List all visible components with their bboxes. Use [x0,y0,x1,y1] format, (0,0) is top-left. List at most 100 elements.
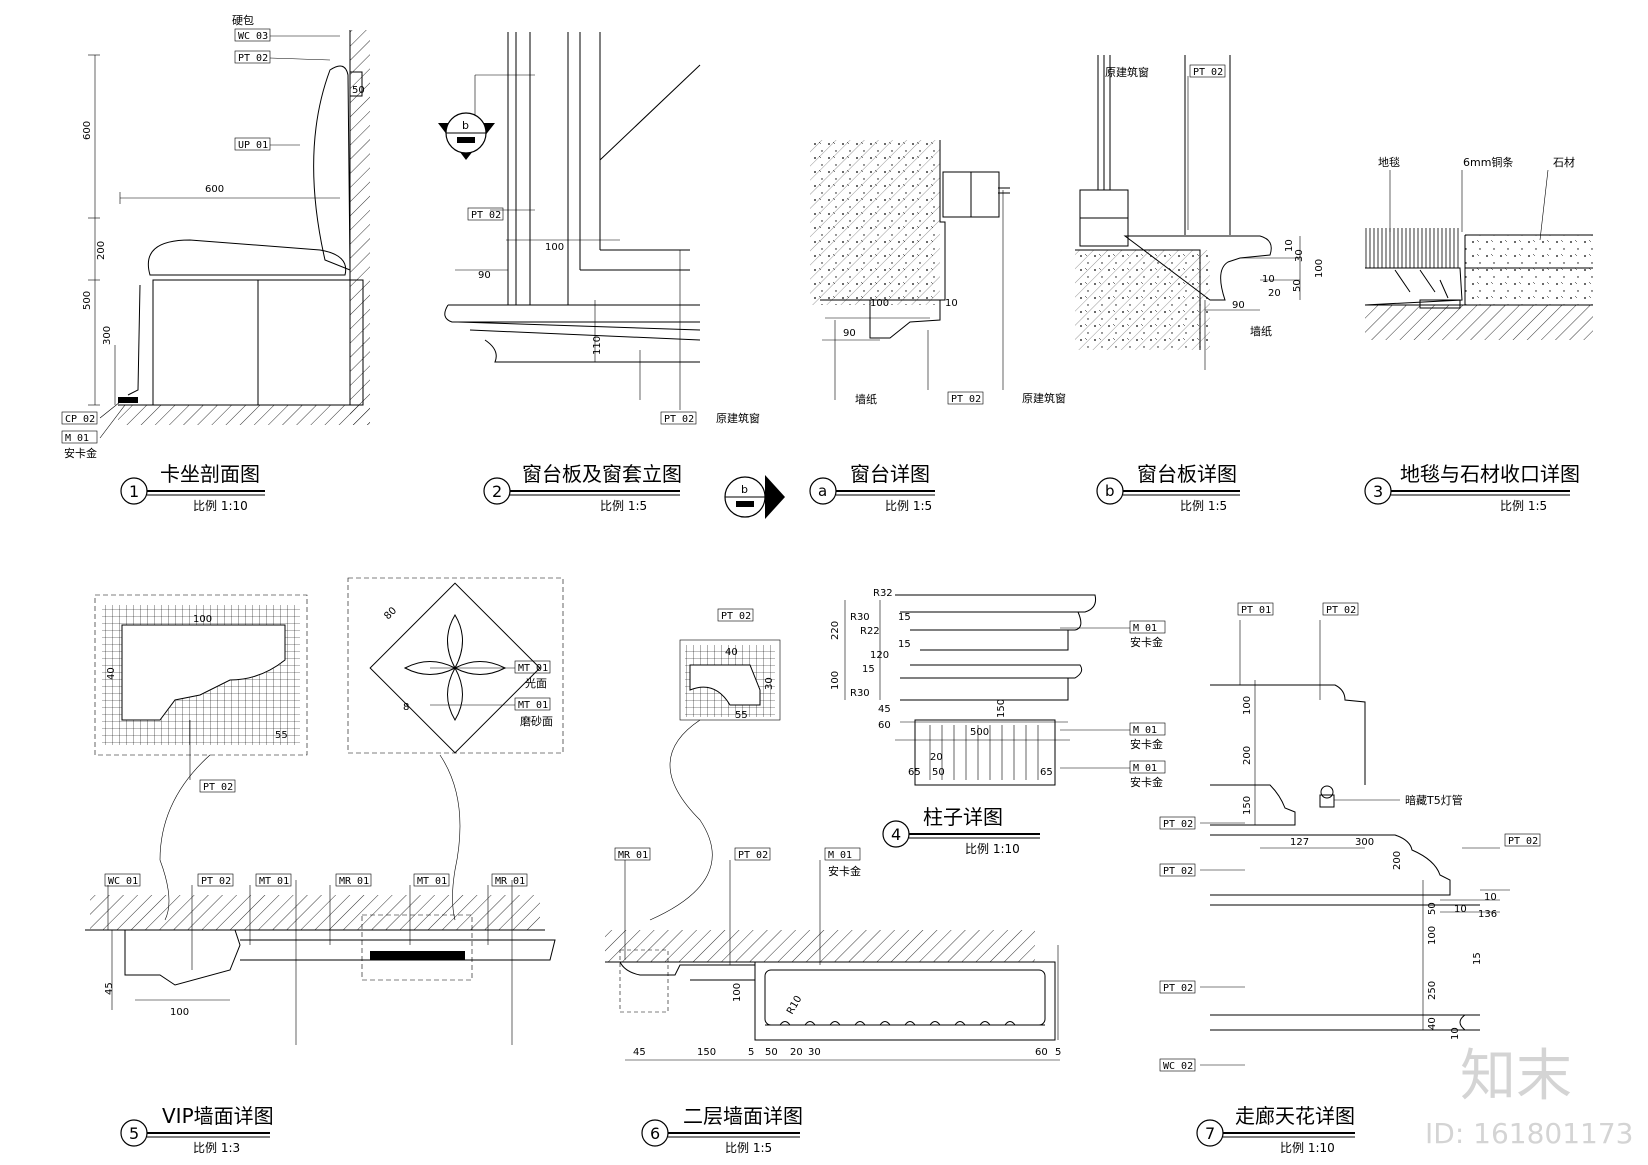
tag-pt02: PT 02 [238,53,268,64]
detail-scale: 比例 1:5 [725,1141,772,1155]
note-ankajin: 安卡金 [64,446,97,460]
tag-up01: UP 01 [238,140,268,151]
dim-text: 80 [382,605,399,622]
dim-text: 40 [1427,1017,1438,1030]
detail-scale: 比例 1:5 [600,499,647,513]
note-ditan: 地毯 [1378,155,1400,169]
tag-pt02: PT 02 [1163,866,1193,877]
tag-pt02: PT 02 [1193,67,1223,78]
dim-text: 150 [697,1047,716,1058]
dim-text: 15 [898,639,911,650]
title-detail-4: 4 柱子详图 比例 1:10 [882,805,1040,856]
dim-text: 30 [808,1047,821,1058]
detail-title: 窗台板及窗套立图 [522,462,682,486]
detail-7-labels: 100 200 150 127 300 200 10 50 10 136 100… [1159,602,1541,1072]
dim-text: 5 [748,1047,754,1058]
dim-text: R30 [850,688,870,699]
title-detail-7: 7 走廊天花详图 比例 1:10 [1196,1104,1355,1155]
note-yuanjianzhuchuang: 原建筑窗 [716,411,760,425]
dim-text: 40 [106,667,117,680]
tag-cp02: CP 02 [65,414,95,425]
note-tongtiao: 6mm铜条 [1463,155,1513,169]
detail-number: 4 [891,825,901,844]
tag-m01: M 01 [828,850,852,861]
dim-text: 200 [96,241,107,260]
detail-3-labels: 地毯 6mm铜条 石材 [1378,155,1575,169]
note-ankajin: 安卡金 [1130,635,1163,649]
dim-text: 136 [1478,909,1497,920]
dim-text: 110 [592,336,603,355]
dim-text: 8 [403,702,409,713]
tag-pt02: PT 02 [721,611,751,622]
note-andeng: 暗藏T5灯管 [1405,793,1463,807]
note-yuanjianzhuchuang: 原建筑窗 [1105,65,1149,79]
detail-number: 2 [492,482,502,501]
dim-text: 20 [930,752,943,763]
tag-mr01: MR 01 [618,850,648,861]
note-shicai: 石材 [1553,155,1575,169]
dim-text: 50 [1292,279,1303,292]
dim-text: 45 [104,982,115,995]
dim-text: 10 [1484,892,1497,903]
tag-pt02: PT 02 [1508,836,1538,847]
dim-text: 60 [1035,1047,1048,1058]
tag-m01: M 01 [1133,725,1157,736]
dim-text: R32 [873,588,893,599]
dim-text: 10 [1450,1027,1461,1040]
detail-title: 窗台详图 [850,462,930,486]
dim-text: 100 [1242,696,1253,715]
detail-b-drawing [1075,55,1301,370]
tag-pt02: PT 02 [201,876,231,887]
tag-mt01: MT 01 [259,876,289,887]
dim-text: 55 [275,730,288,741]
watermark-brand: 知末 [1460,1044,1572,1109]
detail-scale: 比例 1:10 [1280,1141,1335,1155]
detail-4-labels: R32 R30 R22 15 15 120 15 100 220 R30 45 … [830,588,1163,789]
tag-m01: M 01 [1133,623,1157,634]
dim-text: 100 [870,298,889,309]
detail-2-drawing [438,32,701,410]
dim-text: 30 [1294,249,1305,262]
dim-text: 250 [1427,981,1438,1000]
note-ankajin: 安卡金 [1130,737,1163,751]
dim-text: 300 [102,326,113,345]
tag-mr01: MR 01 [339,876,369,887]
note-qiangzhi: 墙纸 [1250,324,1272,338]
detail-number: 7 [1205,1124,1215,1143]
detail-6-labels: 40 55 30 100 R10 45 150 5 50 20 30 60 5 … [614,608,1061,1058]
detail-title: 走廊天花详图 [1235,1104,1355,1128]
section-marker-label: b [462,119,469,132]
dim-text: 10 [945,298,958,309]
tag-wc03: WC 03 [238,31,268,42]
detail-title: 二层墙面详图 [683,1104,803,1128]
dim-text: 45 [633,1047,646,1058]
dim-text: 90 [1232,300,1245,311]
dim-text: 600 [82,121,93,140]
tag-wc01: WC 01 [108,876,138,887]
dim-text: 127 [1290,837,1309,848]
dim-text: 65 [908,767,921,778]
dim-text: 10 [1262,274,1275,285]
dim-text: 500 [82,291,93,310]
dim-text: 300 [1355,837,1374,848]
dim-text: 100 [1314,259,1325,278]
dim-text: R30 [850,612,870,623]
tag-mt01: MT 01 [417,876,447,887]
note-ankajin: 安卡金 [1130,775,1163,789]
tag-pt02: PT 02 [1163,983,1193,994]
dim-text: 200 [1242,746,1253,765]
dim-text: 30 [764,677,775,690]
dim-text: 150 [1242,796,1253,815]
dim-text: 50 [765,1047,778,1058]
title-detail-1: 1 卡坐剖面图 比例 1:10 [120,462,265,513]
dim-text: 100 [170,1007,189,1018]
detail-number: b [1105,482,1115,500]
detail-5-labels: 100 40 55 45 100 80 8 PT 02 MT 01 光面 MT … [104,605,553,1018]
dim-text: 120 [870,650,889,661]
detail-title: 柱子详图 [923,805,1003,829]
detail-scale: 比例 1:5 [1180,499,1227,513]
detail-number: 5 [129,1124,139,1143]
note-ruanbao: 硬包 [232,14,254,27]
dim-text: 100 [830,671,841,690]
